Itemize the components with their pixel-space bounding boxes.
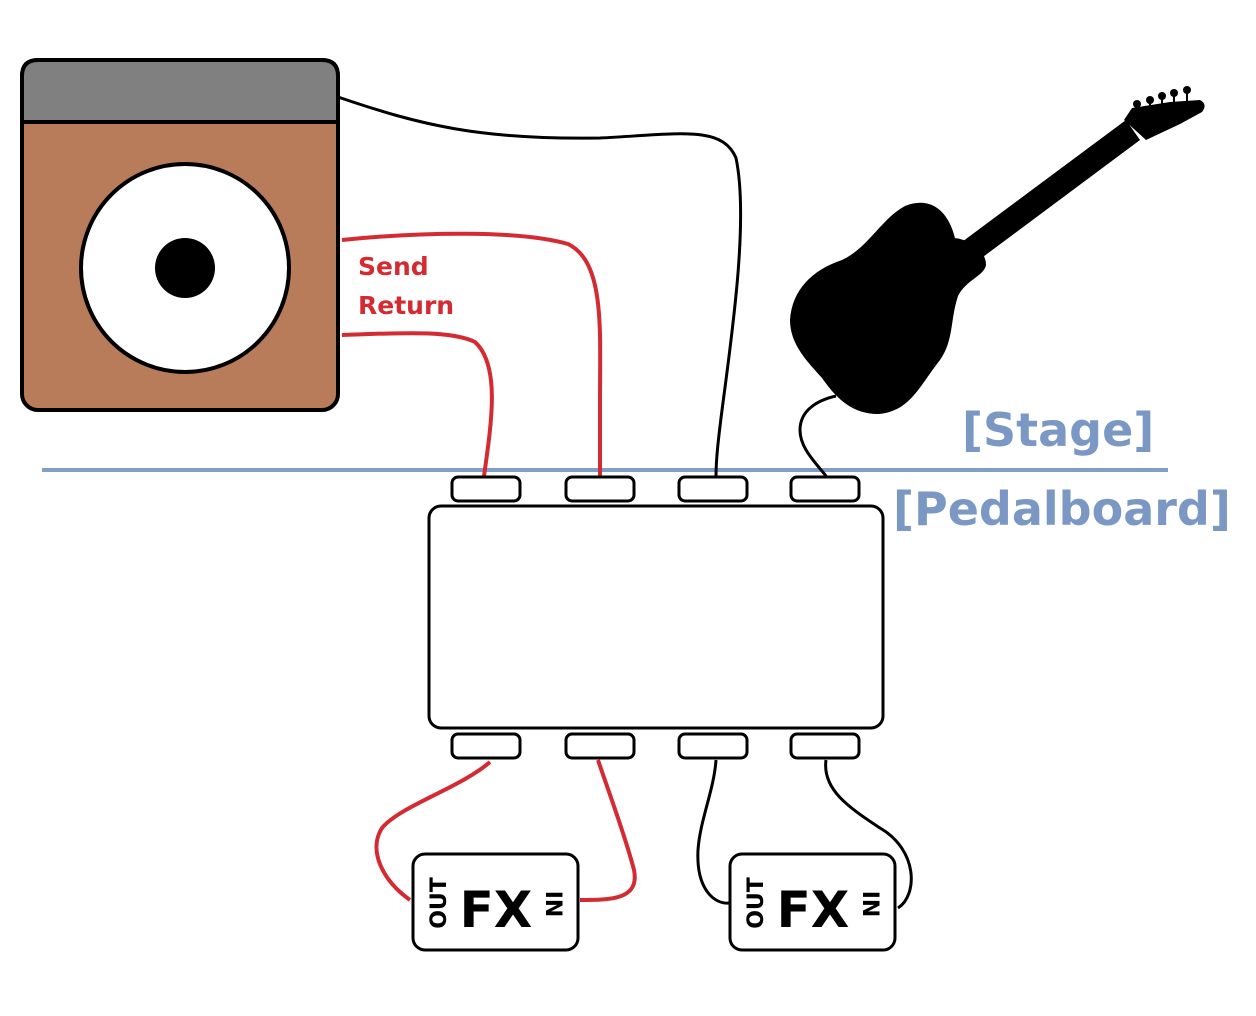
fx-pedal-1-out-label: OUT (427, 877, 452, 929)
fx-pedal-2-in-label: IN (857, 891, 882, 918)
fx2-in-cable (824, 759, 913, 910)
guitar-tuning-pegs (1133, 86, 1191, 112)
fx1-in-cable (579, 759, 637, 902)
switcher-jack-bottom-4 (789, 732, 861, 760)
switcher-jack-top-2 (564, 475, 636, 503)
switcher-jack-bottom-3 (677, 732, 749, 760)
fx-pedal-2-out-label: OUT (744, 877, 769, 929)
fx-pedal-2-body (728, 852, 897, 952)
guitar-headstock (1124, 100, 1205, 140)
switcher-box (427, 504, 885, 730)
pedalboard-label: [Pedalboard] (893, 482, 1231, 536)
switcher-jack-top-3 (677, 475, 749, 503)
send-label: Send (358, 252, 429, 281)
switcher-jack-top-1 (450, 475, 522, 503)
return-cable (341, 331, 494, 477)
fx-pedal-1: OUT FX IN (411, 852, 580, 952)
amp-input-cable (337, 95, 743, 477)
guitar-cable (798, 394, 837, 477)
speaker-dust-cap (155, 238, 215, 298)
switcher-jack-top-4 (789, 475, 861, 503)
fx-pedal-2: OUT FX IN (728, 852, 897, 952)
stage-label: [Stage] (962, 403, 1154, 457)
fx-pedal-2-title: FX (777, 881, 850, 939)
amp-head-panel (20, 58, 340, 124)
switcher-jack-bottom-1 (450, 732, 522, 760)
return-label: Return (358, 291, 454, 320)
fx2-out-cable (696, 759, 731, 905)
fx-pedal-1-in-label: IN (540, 891, 565, 918)
fx1-out-cable (374, 760, 492, 902)
guitar-body (790, 202, 986, 414)
guitar-neck (935, 120, 1140, 280)
fx-pedal-1-body (411, 852, 580, 952)
send-cable (341, 231, 603, 476)
electric-guitar-icon (790, 86, 1205, 414)
amp-icon (20, 58, 340, 412)
fx-pedal-1-title: FX (460, 881, 533, 939)
loop-switcher (427, 475, 885, 760)
switcher-jack-bottom-2 (564, 732, 636, 760)
